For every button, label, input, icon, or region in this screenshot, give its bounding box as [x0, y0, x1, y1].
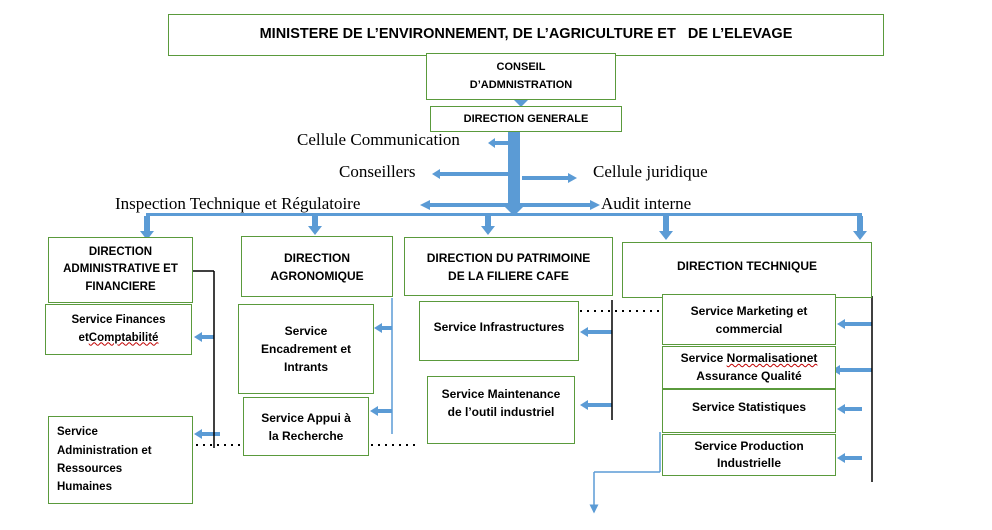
audit-label: Audit interne	[601, 194, 692, 213]
finances-line2b: Comptabilité	[88, 331, 159, 344]
cellule-juridique-label: Cellule juridique	[593, 162, 708, 181]
directions-bus	[146, 213, 862, 216]
arrow-infrastructures	[580, 327, 612, 337]
arrow-technique-2	[853, 216, 867, 240]
statistiques-line1: Service Statistiques	[691, 400, 807, 414]
conseil-line1: CONSEIL	[496, 61, 546, 74]
patrimoine-line1: DIRECTION DU PATRIMOINE	[426, 250, 591, 265]
direction-generale-label: DIRECTION GENERALE	[463, 112, 589, 125]
arrow-patrimoine	[481, 216, 495, 235]
encadrement-line3: Intrants	[283, 360, 328, 374]
arrow-finances	[194, 332, 214, 342]
service-statistiques-box: Service Statistiques	[662, 389, 836, 433]
arrow-statistiques	[837, 404, 862, 414]
arrow-production	[837, 453, 862, 463]
arrow-normalisation	[832, 365, 872, 375]
technique-line1: DIRECTION TECHNIQUE	[676, 259, 817, 273]
ministry-box: MINISTERE DE L’ENVIRONNEMENT, DE L’AGRIC…	[168, 14, 884, 56]
encadrement-line2: Encadrement et	[260, 342, 352, 356]
direction-daf-box: DIRECTION ADMINISTRATIVE ET FINANCIERE	[48, 237, 193, 303]
arrow-conseillers	[432, 169, 508, 179]
inspection-label: Inspection Technique et Régulatoire	[115, 194, 361, 213]
arrow-audit	[520, 200, 600, 210]
encadrement-line1: Service	[284, 324, 328, 338]
arrow-technique-1	[659, 216, 673, 240]
arrow-admin-rh	[194, 429, 220, 439]
maintenance-line1: Service Maintenance	[441, 387, 561, 401]
daf-line3: FINANCIERE	[85, 280, 156, 293]
normalisation-line2: Assurance Qualité	[696, 368, 802, 383]
arrow-daf	[140, 216, 154, 240]
admin-rh-line2: Administration et	[57, 444, 152, 457]
normalisation-line1a: Service	[680, 351, 727, 366]
daf-line2: ADMINISTRATIVE ET	[63, 263, 178, 276]
normalisation-line1b: Normalisationet	[726, 351, 818, 366]
arrow-maintenance	[580, 400, 612, 410]
direction-patrimoine-box: DIRECTION DU PATRIMOINE DE LA FILIERE CA…	[404, 237, 613, 296]
arrow-cellule-communication	[488, 138, 508, 148]
conseil-box: CONSEIL D’ADMNISTRATION	[426, 53, 616, 100]
agro-line1: DIRECTION	[284, 250, 350, 265]
production-line1: Service Production	[694, 438, 804, 453]
admin-rh-line3: Ressources	[57, 463, 123, 475]
conseil-line2: D’ADMNISTRATION	[469, 78, 573, 91]
arrow-appui	[370, 406, 392, 416]
finances-line2a: et	[78, 331, 89, 344]
finances-line1: Service Finances	[71, 314, 166, 327]
service-admin-rh-box: Service Administration et Ressources Hum…	[48, 416, 193, 504]
patrimoine-line2: DE LA FILIERE CAFE	[448, 268, 569, 283]
service-infrastructures-box: Service Infrastructures	[419, 301, 579, 361]
conseillers-label: Conseillers	[339, 162, 416, 181]
service-marketing-box: Service Marketing et commercial	[662, 294, 836, 345]
arrow-agro	[308, 216, 322, 235]
daf-line1: DIRECTION	[88, 246, 153, 259]
production-line2: Industrielle	[716, 456, 781, 470]
marketing-line1: Service Marketing et	[690, 303, 808, 318]
direction-technique-box: DIRECTION TECHNIQUE	[622, 242, 872, 298]
admin-rh-line4: Humaines	[57, 481, 112, 494]
service-appui-box: Service Appui à la Recherche	[243, 397, 369, 456]
maintenance-line2: de l’outil industriel	[447, 405, 555, 419]
cellule-communication-label: Cellule Communication	[297, 130, 460, 149]
arrow-encadrement	[374, 323, 392, 333]
arrow-inspection	[420, 200, 508, 210]
ministry-title: MINISTERE DE L’ENVIRONNEMENT, DE L’AGRIC…	[259, 26, 793, 43]
direction-generale-box: DIRECTION GENERALE	[430, 106, 622, 132]
agro-line2: AGRONOMIQUE	[270, 268, 364, 283]
normalisation-line1: Service Normalisationet	[681, 350, 818, 367]
appui-line1: Service Appui à	[261, 410, 351, 425]
service-finances-box: Service Finances etComptabilité	[45, 304, 192, 355]
appui-line2: la Recherche	[268, 428, 344, 443]
direction-agro-box: DIRECTION AGRONOMIQUE	[241, 236, 393, 297]
marketing-line2: commercial	[715, 321, 783, 336]
dg-trunk	[508, 132, 520, 204]
arrow-marketing	[837, 319, 872, 329]
service-maintenance-box: Service Maintenance de l’outil industrie…	[427, 376, 575, 444]
infrastructures-line1: Service Infrastructures	[433, 320, 565, 334]
service-normalisation-box: Service Normalisationet Assurance Qualit…	[662, 346, 836, 389]
service-encadrement-box: Service Encadrement et Intrants	[238, 304, 374, 394]
finances-line2: etComptabilité	[72, 330, 166, 347]
admin-rh-line1: Service	[57, 426, 98, 439]
service-production-box: Service Production Industrielle	[662, 434, 836, 476]
arrow-cellule-juridique	[522, 173, 577, 183]
